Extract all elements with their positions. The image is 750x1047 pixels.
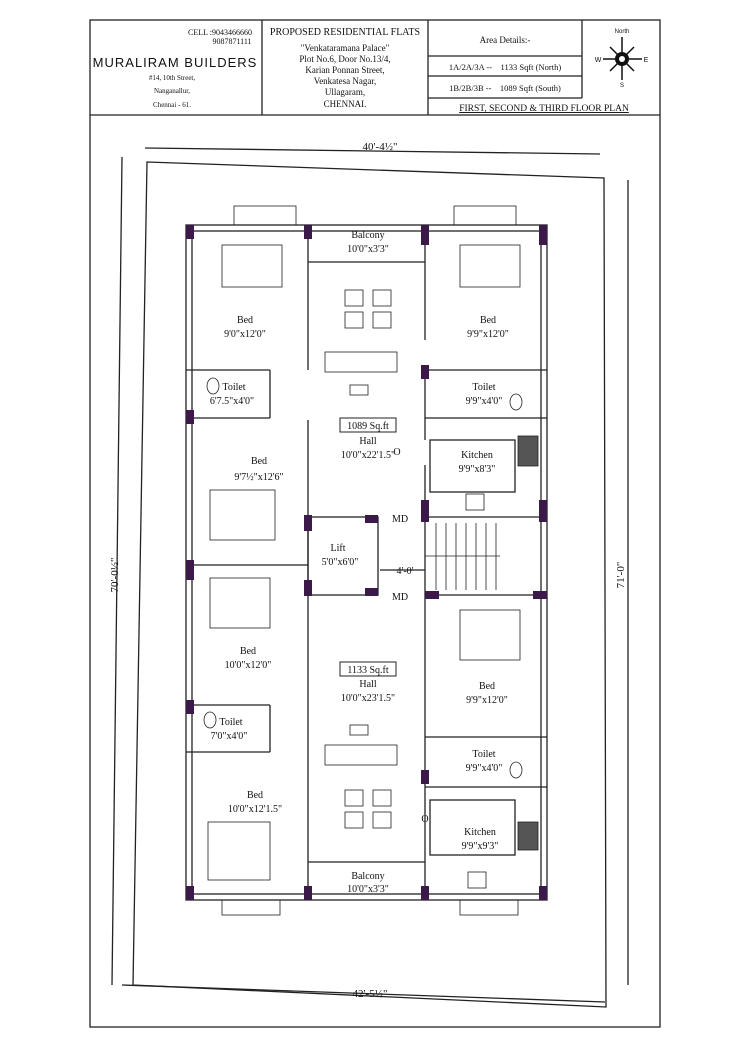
address-line: Nanganallur,: [154, 87, 190, 95]
hall-label: Hall: [359, 679, 376, 690]
bed-size: 9'9"x12'0": [466, 695, 508, 706]
bed-size: 10'0"x12'0": [225, 660, 272, 671]
svg-text:W: W: [595, 57, 602, 64]
cell-label: CELL :: [188, 28, 212, 37]
lift-label: Lift: [331, 543, 346, 554]
address-line: #14, 10th Street,: [149, 74, 196, 82]
phone-1: 9043466660: [212, 28, 252, 37]
project-block: PROPOSED RESIDENTIAL FLATS "Venkataraman…: [270, 27, 420, 109]
project-address: Venkatesa Nagar,: [314, 76, 377, 86]
lift-size: 5'0"x6'0": [322, 557, 359, 568]
hall-area: 1089 Sq.ft: [347, 421, 389, 432]
project-address: Plot No.6, Door No.13/4,: [299, 54, 390, 64]
room-labels: Balcony 10'0"x3'3" Bed 9'0"x12'0" Bed 9'…: [210, 230, 509, 895]
balcony-size: 10'0"x3'3": [347, 884, 389, 895]
area-block: Area Details:- 1A/2A/3A -- 1133 Sqft (No…: [449, 35, 629, 114]
bed-size: 10'0"x12'1.5": [228, 804, 282, 815]
compass-icon: North W E S: [595, 29, 649, 89]
svg-text:North: North: [615, 29, 630, 35]
project-address: Karian Ponnan Street,: [305, 65, 384, 75]
staircase: [425, 523, 500, 590]
hall-size: 10'0"x23'1.5": [341, 693, 395, 704]
o-mark: O: [421, 814, 428, 825]
toilet-size: 9'9"x4'0": [466, 763, 503, 774]
address-line: Chennai - 61.: [153, 101, 191, 109]
bed-label: Bed: [240, 646, 256, 657]
hall-label: Hall: [359, 436, 376, 447]
project-address: "Venkataramana Palace": [301, 43, 390, 53]
project-address: Ullagaram,: [325, 87, 365, 97]
dimension-top: 40'-4½": [363, 141, 398, 153]
walls: [185, 224, 548, 901]
furniture: [203, 205, 539, 916]
bed-label: Bed: [479, 681, 495, 692]
toilet-label: Toilet: [222, 382, 245, 393]
plot-boundary: [132, 161, 607, 1008]
balcony-label: Balcony: [351, 871, 384, 882]
kitchen-size: 9'9"x8'3": [459, 464, 496, 475]
balcony-size: 10'0"x3'3": [347, 244, 389, 255]
columns: [186, 225, 547, 900]
toilet-size: 7'0"x4'0": [211, 731, 248, 742]
dimension-bottom: 42'-5½": [353, 988, 388, 1000]
bed-size: 9'9"x12'0": [467, 329, 509, 340]
dimension-left: 70'-0½": [109, 558, 121, 593]
bed-size: 9'7½"x12'6": [234, 472, 283, 483]
bed-size: 9'0"x12'0": [224, 329, 266, 340]
builder-block: CELL : 9043466660 9087871111 MURALIRAM B…: [93, 28, 258, 109]
kitchen-label: Kitchen: [464, 827, 496, 838]
main-door-label: MD: [392, 592, 408, 603]
toilet-size: 9'9"x4'0": [466, 396, 503, 407]
hall-area: 1133 Sq.ft: [347, 665, 389, 676]
main-door-label: MD: [392, 514, 408, 525]
company-name: MURALIRAM BUILDERS: [93, 55, 258, 70]
o-mark: O: [393, 447, 400, 458]
dimension-right: 71'-0": [615, 562, 627, 589]
kitchen-size: 9'9"x9'3": [462, 841, 499, 852]
bed-label: Bed: [480, 315, 496, 326]
area-row: 1A/2A/3A -- 1133 Sqft (North): [449, 62, 561, 72]
area-row: 1B/2B/3B -- 1089 Sqft (South): [449, 83, 561, 93]
passage-width: 4'-0': [397, 566, 414, 577]
kitchen-label: Kitchen: [461, 450, 493, 461]
svg-text:E: E: [644, 57, 649, 64]
plan-title: FIRST, SECOND & THIRD FLOOR PLAN: [459, 104, 629, 114]
toilet-label: Toilet: [472, 382, 495, 393]
sheet-border: [89, 19, 661, 1028]
project-title: PROPOSED RESIDENTIAL FLATS: [270, 27, 420, 38]
phone-2: 9087871111: [212, 37, 251, 46]
svg-text:S: S: [620, 83, 624, 89]
balcony-label: Balcony: [351, 230, 384, 241]
toilet-label: Toilet: [472, 749, 495, 760]
toilet-label: Toilet: [219, 717, 242, 728]
hall-size: 10'0"x22'1.5": [341, 450, 395, 461]
toilet-size: 6'7.5"x4'0": [210, 396, 254, 407]
bed-label: Bed: [237, 315, 253, 326]
area-title: Area Details:-: [480, 35, 531, 45]
project-address: CHENNAI.: [324, 99, 367, 109]
bed-label: Bed: [251, 456, 267, 467]
bed-label: Bed: [247, 790, 263, 801]
